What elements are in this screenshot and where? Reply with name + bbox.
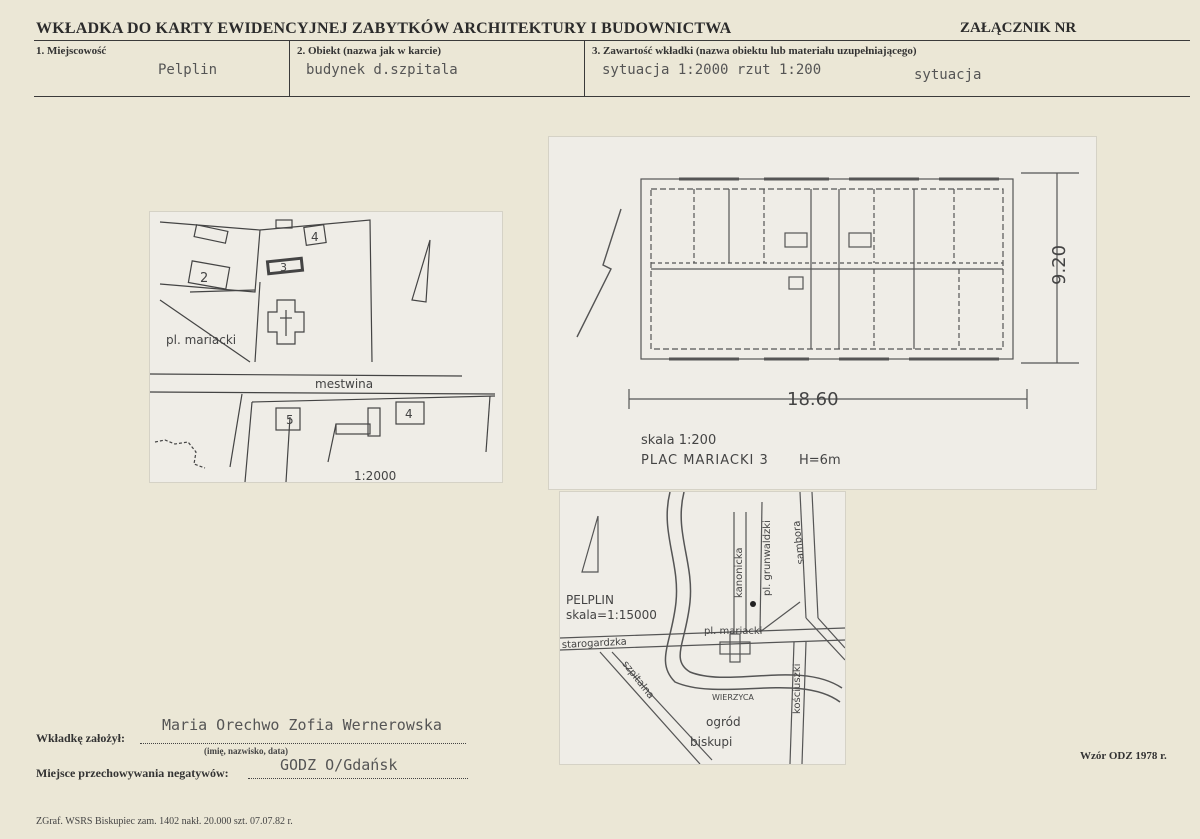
site-label-2: 2 bbox=[200, 271, 208, 286]
content-value-secondary: sytuacja bbox=[914, 67, 982, 83]
river-bank-1 bbox=[664, 492, 841, 703]
print-info: ZGraf. WSRS Biskupiec zam. 1402 nakł. 20… bbox=[36, 816, 293, 827]
floor-plan-height-note: H=6m bbox=[799, 453, 841, 468]
town-map-scale: skala=1:15000 bbox=[566, 608, 657, 622]
north-arrow bbox=[581, 515, 599, 573]
founded-by-value: Maria Orechwo Zofia Wernerowska bbox=[162, 716, 442, 734]
garden-label-line-1: ogród bbox=[706, 715, 741, 729]
founded-by-line bbox=[140, 743, 466, 744]
content-label: 3. Zawartość wkładki (nazwa obiektu lub … bbox=[592, 45, 917, 57]
town-name: PELPLIN bbox=[566, 593, 614, 607]
site-scale-label: 1:2000 bbox=[354, 469, 396, 482]
content-value: sytuacja 1:2000 rzut 1:200 bbox=[602, 62, 822, 78]
founded-by-hint: (imię, nazwisko, data) bbox=[204, 746, 288, 756]
annex-number-label: ZAŁĄCZNIK NR bbox=[960, 20, 1077, 36]
site-plan-photo: 2 3 4 5 4 pl. mariacki mestwina 1:2000 bbox=[150, 212, 502, 482]
site-plan-drawing: 2 3 4 5 4 pl. mariacki mestwina 1:2000 bbox=[150, 219, 496, 482]
north-arrow bbox=[411, 239, 431, 303]
form-model: Wzór ODZ 1978 r. bbox=[1080, 750, 1167, 762]
building-5-outline bbox=[275, 407, 301, 431]
building-outline bbox=[193, 224, 229, 244]
locality-label: 1. Miejscowość bbox=[36, 45, 107, 57]
header-bottom-rule bbox=[34, 96, 1190, 97]
north-arrow bbox=[576, 208, 622, 338]
header-top-rule bbox=[34, 40, 1190, 41]
storage-line bbox=[248, 778, 468, 779]
block-outline-west bbox=[159, 221, 261, 293]
street-kosciuszki: kościuszki bbox=[791, 664, 803, 714]
site-label-4-north: 4 bbox=[311, 230, 319, 244]
building-3-outline bbox=[265, 256, 305, 276]
block-outline-north bbox=[259, 219, 373, 363]
street-sambora: sambora bbox=[791, 520, 807, 565]
street-kanonicka: kanonicka bbox=[734, 547, 745, 598]
main-street-south bbox=[560, 639, 845, 651]
card-title: WKŁADKA DO KARTY EWIDENCYJNEJ ZABYTKÓW A… bbox=[36, 20, 732, 37]
building-2-outline bbox=[187, 260, 231, 290]
square-label: pl. mariacki bbox=[166, 333, 236, 347]
site-label-4-south: 4 bbox=[405, 407, 413, 421]
storage-value: GODZ O/Gdańsk bbox=[280, 756, 398, 774]
storage-label: Miejsce przechowywania negatywów: bbox=[36, 766, 229, 780]
square-grunwaldzki: pl. grunwaldzki bbox=[762, 520, 773, 596]
locality-value: Pelplin bbox=[158, 62, 218, 78]
width-dimension: 18.60 bbox=[787, 389, 839, 410]
height-dimension: 9.20 bbox=[1049, 245, 1070, 285]
square-mariacki: pl. mariacki bbox=[704, 626, 762, 637]
floor-plan-drawing: 18.60 9.20 skala 1:200 PLAC MARIACKI 3 H… bbox=[576, 172, 1079, 468]
river-bank-2 bbox=[679, 492, 843, 689]
floor-plan-photo: 18.60 9.20 skala 1:200 PLAC MARIACKI 3 H… bbox=[549, 137, 1096, 489]
garden-label-line-2: biskupi bbox=[690, 735, 732, 749]
object-location-dot bbox=[750, 601, 756, 607]
field-divider-2 bbox=[584, 40, 585, 97]
main-street-north bbox=[560, 627, 845, 639]
object-value: budynek d.szpitala bbox=[306, 62, 458, 78]
river-label: WIERZYCA bbox=[712, 693, 754, 702]
street-label: mestwina bbox=[315, 377, 373, 391]
site-label-5: 5 bbox=[286, 413, 294, 427]
street-starogardzka: starogardzka bbox=[562, 637, 628, 651]
town-map-drawing: PELPLIN skala=1:15000 kanonicka pl. grun… bbox=[560, 492, 845, 764]
field-divider-1 bbox=[289, 40, 290, 97]
church-outline bbox=[267, 299, 305, 345]
object-label: 2. Obiekt (nazwa jak w karcie) bbox=[297, 45, 442, 57]
founded-by-label: Wkładkę założył: bbox=[36, 731, 125, 745]
site-label-3: 3 bbox=[280, 261, 287, 274]
building-4-outline bbox=[303, 224, 327, 246]
town-map-photo: PELPLIN skala=1:15000 kanonicka pl. grun… bbox=[560, 492, 845, 764]
floor-plan-scale: skala 1:200 bbox=[641, 433, 716, 448]
floor-plan-caption: PLAC MARIACKI 3 bbox=[641, 453, 769, 468]
street-line-south bbox=[150, 391, 496, 395]
street-line-north bbox=[150, 373, 463, 377]
